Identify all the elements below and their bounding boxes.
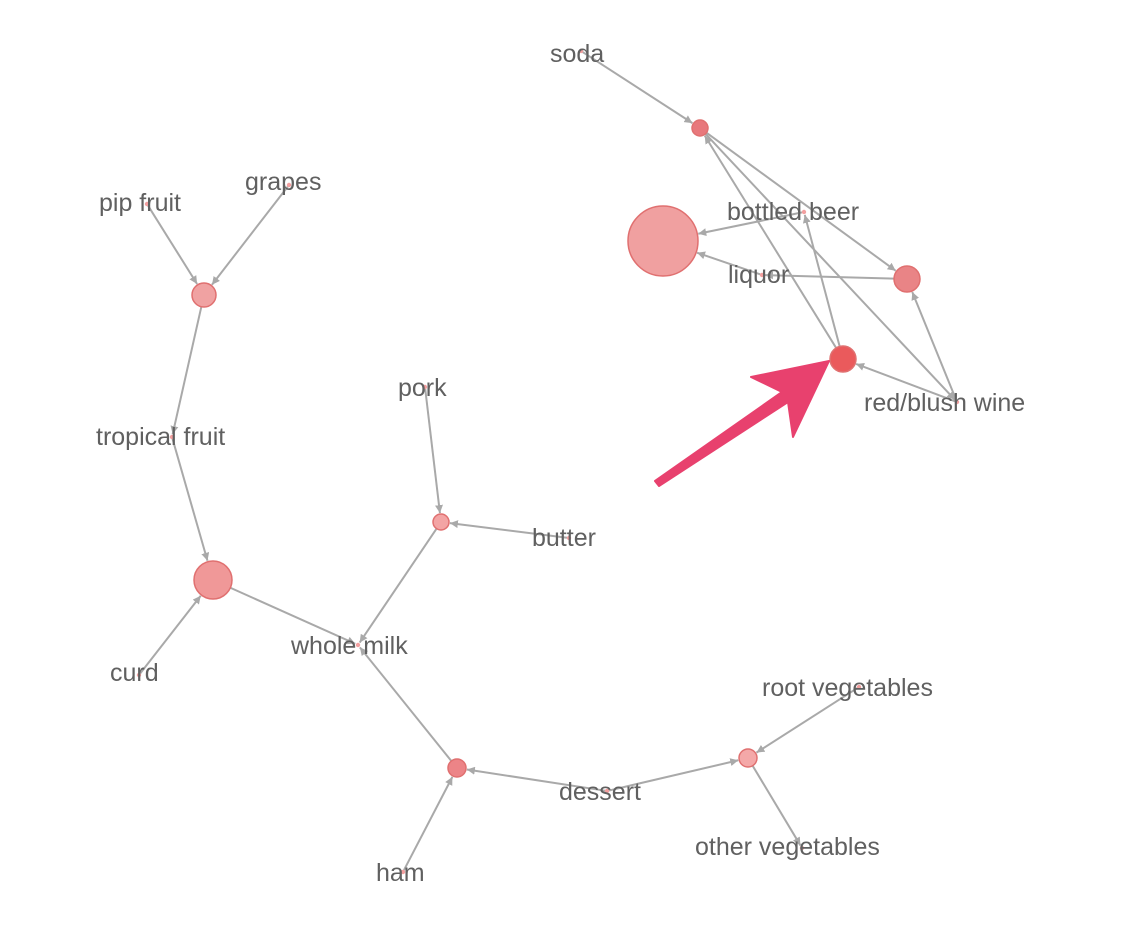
edge-butter-to-r_pork <box>449 520 568 539</box>
label-other-vegetables: other vegetables <box>695 833 880 861</box>
labels-layer: soda bottled beer liquor red/blush wine pip … <box>96 40 1025 887</box>
item-node-pork[interactable] <box>422 384 428 390</box>
label-butter: butter <box>532 524 596 552</box>
item-node-soda[interactable] <box>578 48 584 54</box>
edge-pork-to-r_pork <box>424 388 443 514</box>
label-ham: ham <box>376 859 425 887</box>
rule-node-r-liquor-big[interactable] <box>627 205 699 277</box>
label-whole-milk: whole milk <box>290 632 408 660</box>
item-node-butter[interactable] <box>566 535 572 541</box>
pointer-arrow-icon <box>654 360 830 487</box>
edge-tropical_fruit-to-r_tropical <box>171 438 210 562</box>
edge-r_soda-to-red_blush_wine <box>704 133 956 401</box>
edge-ham-to-r_ham <box>403 776 454 871</box>
label-red-blush-wine: red/blush wine <box>864 389 1025 417</box>
edge-r_highlight-to-r_soda <box>703 135 838 349</box>
label-root-vegetables: root vegetables <box>762 674 933 702</box>
edge-r_veg-to-other_vegetables <box>751 765 802 846</box>
edge-soda-to-r_soda <box>582 51 693 124</box>
nodes-layer <box>136 48 960 875</box>
edge-r_wine-to-liquor <box>764 271 895 280</box>
label-liquor: liquor <box>728 261 789 289</box>
edge-bottled_beer-to-r_liquor_big <box>698 211 803 237</box>
rule-node-r-soda[interactable] <box>691 119 709 137</box>
rule-node-r-highlight[interactable] <box>829 345 857 373</box>
edge-grapes-to-r_fruit <box>211 185 289 286</box>
edge-r_tropical-to-whole_milk <box>229 586 356 645</box>
item-node-root-vegetables[interactable] <box>856 684 862 690</box>
edge-curd-to-r_tropical <box>139 595 202 675</box>
label-dessert: dessert <box>559 778 641 806</box>
rule-node-r-wine[interactable] <box>893 265 921 293</box>
edge-r_soda-to-r_wine <box>705 131 897 272</box>
label-bottled-beer: bottled beer <box>727 198 859 226</box>
rule-node-r-ham[interactable] <box>447 758 467 778</box>
item-node-curd[interactable] <box>136 672 142 678</box>
item-node-liquor[interactable] <box>759 272 765 278</box>
item-node-dessert[interactable] <box>604 788 610 794</box>
edge-r_highlight-to-bottled_beer <box>802 214 841 347</box>
rule-node-r-fruit[interactable] <box>191 282 217 308</box>
item-node-grapes[interactable] <box>286 182 292 188</box>
edge-r_pork-to-whole_milk <box>358 528 438 644</box>
label-tropical-fruit: tropical fruit <box>96 423 225 451</box>
item-node-pip-fruit[interactable] <box>144 201 150 207</box>
label-grapes: grapes <box>245 168 321 196</box>
edge-r_fruit-to-tropical_fruit <box>170 306 203 435</box>
edges-layer <box>139 51 958 871</box>
item-node-tropical-fruit[interactable] <box>169 434 175 440</box>
edge-red_blush_wine-to-r_wine <box>911 291 958 401</box>
label-pip-fruit: pip fruit <box>99 189 181 217</box>
label-curd: curd <box>110 659 159 687</box>
edge-root_vegetables-to-r_veg <box>755 687 858 754</box>
edge-red_blush_wine-to-r_highlight <box>855 363 956 403</box>
rule-node-r-veg[interactable] <box>738 748 758 768</box>
edge-dessert-to-r_ham <box>466 766 606 792</box>
item-node-other-vegetables[interactable] <box>799 845 805 851</box>
item-node-whole-milk[interactable] <box>355 642 361 648</box>
edge-dessert-to-r_veg <box>608 758 739 792</box>
item-node-ham[interactable] <box>400 869 406 875</box>
edge-pip_fruit-to-r_fruit <box>147 205 198 285</box>
edge-r_ham-to-whole_milk <box>359 646 453 762</box>
label-soda: soda <box>550 40 604 68</box>
rule-node-r-tropical[interactable] <box>193 560 233 600</box>
item-node-bottled-beer[interactable] <box>801 209 807 215</box>
label-pork: pork <box>398 374 447 402</box>
edge-liquor-to-r_liquor_big <box>696 251 761 276</box>
item-node-red-blush-wine[interactable] <box>954 399 960 405</box>
rule-node-r-pork[interactable] <box>432 513 450 531</box>
